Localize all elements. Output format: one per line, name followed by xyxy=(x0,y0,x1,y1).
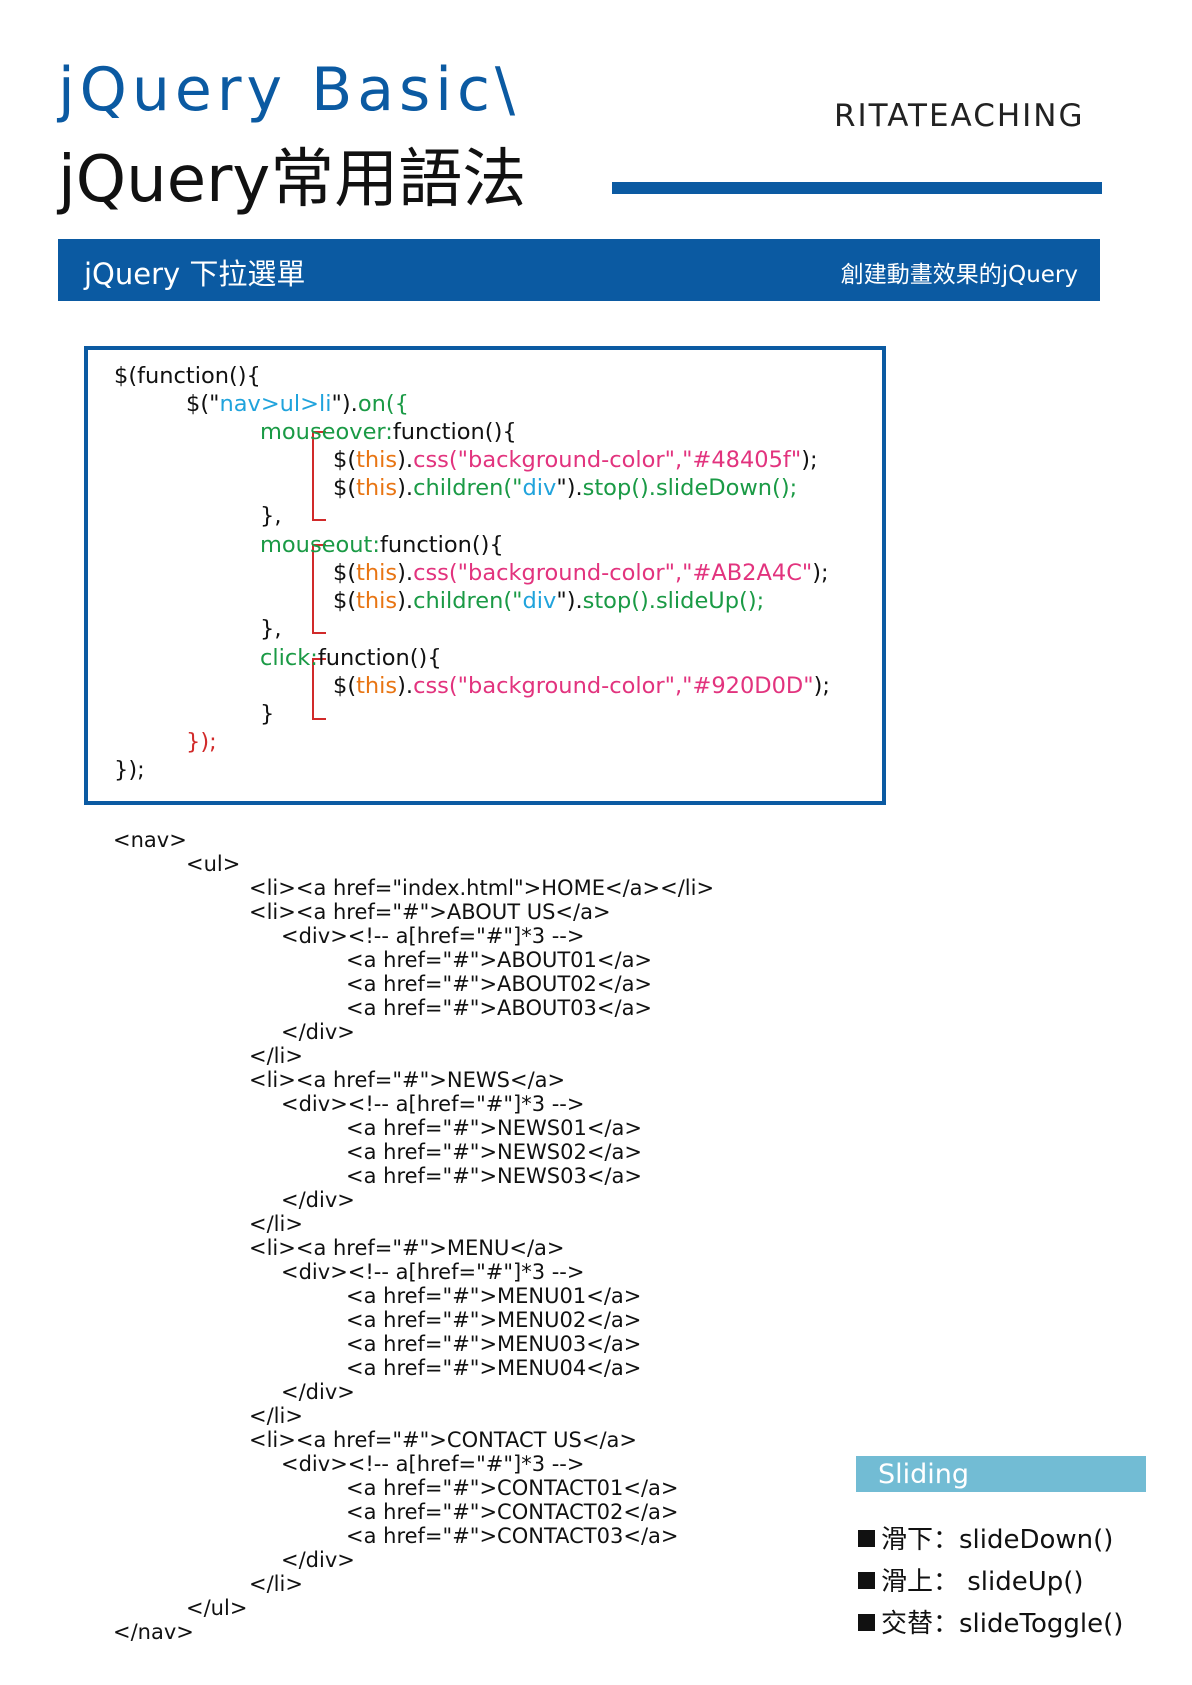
code-line: }); xyxy=(186,729,217,755)
code-line: $(this).css("background-color","#AB2A4C"… xyxy=(333,560,829,586)
html-code-line: <div><!-- a[href="#"]*3 --> xyxy=(281,924,585,948)
sliding-section-header: Sliding xyxy=(856,1456,1146,1492)
html-code-line: <li><a href="#">CONTACT US</a> xyxy=(249,1428,637,1452)
html-code-line: <a href="#">MENU01</a> xyxy=(346,1284,642,1308)
code-line: $(function(){ xyxy=(114,363,261,389)
html-code-line: <a href="#">ABOUT03</a> xyxy=(346,996,653,1020)
html-code-line: <a href="#">ABOUT01</a> xyxy=(346,948,653,972)
html-code-line: <a href="#">NEWS01</a> xyxy=(346,1116,642,1140)
click-bracket xyxy=(312,658,326,720)
page-subtitle: jQuery常用語法 xyxy=(58,143,527,217)
html-code-line: <a href="#">NEWS03</a> xyxy=(346,1164,642,1188)
banner-title: jQuery 下拉選單 xyxy=(84,257,306,291)
html-code-line: <a href="#">CONTACT01</a> xyxy=(346,1476,679,1500)
code-line: }, xyxy=(260,616,282,642)
square-bullet-icon xyxy=(858,1572,875,1589)
html-code-line: </li> xyxy=(249,1044,303,1068)
html-code-line: <a href="#">CONTACT02</a> xyxy=(346,1500,679,1524)
code-line: mouseover:function(){ xyxy=(260,419,517,445)
square-bullet-icon xyxy=(858,1530,875,1547)
code-line: $(this).css("background-color","#48405f"… xyxy=(333,447,818,473)
html-code-line: </ul> xyxy=(186,1596,248,1620)
html-code-line: </li> xyxy=(249,1572,303,1596)
mouseout-bracket xyxy=(312,544,326,634)
html-code-line: <li><a href="index.html">HOME</a></li> xyxy=(249,876,715,900)
section-banner: jQuery 下拉選單 創建動畫效果的jQuery xyxy=(58,239,1100,301)
html-code-line: <a href="#">MENU03</a> xyxy=(346,1332,642,1356)
code-line: click:function(){ xyxy=(260,645,442,671)
banner-caption: 創建動畫效果的jQuery xyxy=(840,262,1078,288)
html-code-line: <div><!-- a[href="#"]*3 --> xyxy=(281,1260,585,1284)
square-bullet-icon xyxy=(858,1614,875,1631)
html-code-line: </div> xyxy=(281,1548,355,1572)
html-code-line: </div> xyxy=(281,1188,355,1212)
code-line: } xyxy=(260,701,275,727)
html-code-line: </nav> xyxy=(113,1620,194,1644)
header-divider xyxy=(612,182,1102,194)
sliding-section-title: Sliding xyxy=(878,1459,970,1490)
html-code-line: <a href="#">CONTACT03</a> xyxy=(346,1524,679,1548)
sliding-list-item: 滑上： slideUp() xyxy=(858,1561,1084,1598)
jquery-code-box: $(function(){ $("nav>ul>li").on({ mouseo… xyxy=(84,346,886,805)
html-code-line: <li><a href="#">ABOUT US</a> xyxy=(249,900,611,924)
html-code-line: <nav> xyxy=(113,828,187,852)
html-code-line: <div><!-- a[href="#"]*3 --> xyxy=(281,1452,585,1476)
html-code-line: <a href="#">ABOUT02</a> xyxy=(346,972,653,996)
html-code-line: <li><a href="#">NEWS</a> xyxy=(249,1068,566,1092)
sliding-list-item: 交替：slideToggle() xyxy=(858,1603,1123,1640)
code-line: $(this).children("div").stop().slideUp()… xyxy=(333,588,765,614)
mouseover-bracket xyxy=(312,431,326,521)
code-line: }, xyxy=(260,503,282,529)
html-code-line: <ul> xyxy=(186,852,241,876)
code-line: $(this).children("div").stop().slideDown… xyxy=(333,475,798,501)
html-code-line: </li> xyxy=(249,1212,303,1236)
html-code-line: <a href="#">NEWS02</a> xyxy=(346,1140,642,1164)
html-code-line: </li> xyxy=(249,1404,303,1428)
html-code-line: </div> xyxy=(281,1020,355,1044)
code-line: }); xyxy=(114,757,145,783)
code-line: mouseout:function(){ xyxy=(260,532,504,558)
code-line: $(this).css("background-color","#920D0D"… xyxy=(333,673,830,699)
page-title: jQuery Basic\ xyxy=(58,55,521,125)
code-line: $("nav>ul>li").on({ xyxy=(186,391,409,417)
html-code-line: <li><a href="#">MENU</a> xyxy=(249,1236,565,1260)
html-code-line: </div> xyxy=(281,1380,355,1404)
sliding-list-item: 滑下：slideDown() xyxy=(858,1519,1113,1556)
html-code-line: <a href="#">MENU04</a> xyxy=(346,1356,642,1380)
brand-name: RITATEACHING xyxy=(834,98,1085,134)
html-code-line: <div><!-- a[href="#"]*3 --> xyxy=(281,1092,585,1116)
html-code-line: <a href="#">MENU02</a> xyxy=(346,1308,642,1332)
